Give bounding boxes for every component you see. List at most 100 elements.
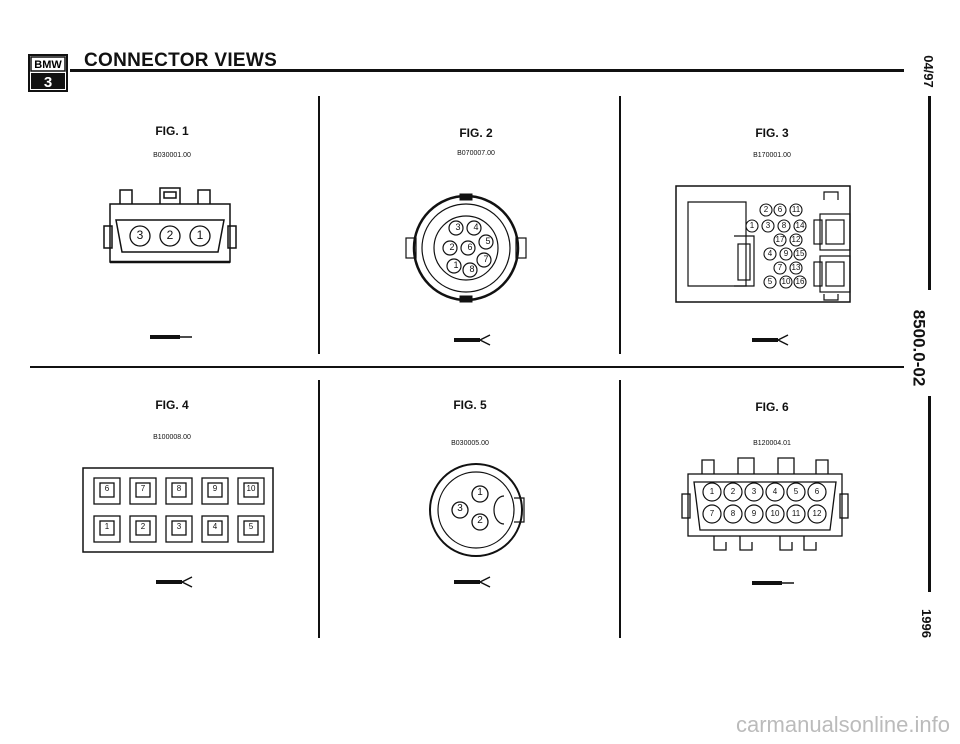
- fig-5-terminal-icon: [454, 576, 491, 588]
- fig-4-cell: [129, 515, 157, 543]
- fig-4-cell: [93, 477, 121, 505]
- fig-4-title: FIG. 4: [155, 398, 189, 412]
- fig-5-pin-2: 2: [477, 515, 483, 526]
- fig-6-pin-label: 1: [709, 487, 715, 496]
- fig-5-connector: [429, 463, 525, 557]
- fig-4-cell-inner: [99, 482, 115, 498]
- fig-3-pin-5: 5: [767, 277, 773, 286]
- fig-4-cell: [201, 477, 229, 505]
- fig-4-cell-inner: [99, 520, 115, 536]
- fig-6-pin-label: 5: [793, 487, 799, 496]
- fig-4-cell-inner: [135, 520, 151, 536]
- fig-1-code: B030001.00: [153, 152, 191, 159]
- fig-2-pin-4: 4: [473, 222, 479, 232]
- fig-3-terminal-icon: [752, 334, 789, 346]
- fig-4-pin-label: 2: [140, 522, 146, 531]
- v-rule-bottom-left: [318, 380, 320, 638]
- fig-6-pin: [807, 482, 827, 502]
- svg-text:BMW: BMW: [34, 59, 62, 71]
- mid-horizontal-rule: [30, 366, 904, 368]
- fig-6-title: FIG. 6: [755, 400, 789, 414]
- fig-4-code: B100008.00: [153, 434, 191, 441]
- fig-2-pin-5: 5: [485, 236, 491, 246]
- fig-3-pin-10: 10: [781, 277, 791, 286]
- fig-2-terminal-icon: [454, 334, 491, 346]
- fig-4-cell-inner: [135, 482, 151, 498]
- fig-4-cell: [165, 515, 193, 543]
- fig-4-pin-label: 7: [140, 484, 146, 493]
- fig-1-pin-1: 1: [196, 228, 204, 242]
- fig-2-pin-2: 2: [449, 242, 455, 252]
- fig-4-cell: [201, 515, 229, 543]
- fig-4-pin-label: 4: [212, 522, 218, 531]
- fig-3-pin-3: 3: [765, 221, 771, 230]
- fig-4-cell: [129, 477, 157, 505]
- fig-3-pin-1: 1: [749, 221, 755, 230]
- fig-4-cell-inner: [171, 520, 187, 536]
- fig-4-pin-label: 1: [104, 522, 110, 531]
- fig-3-pin-2: 2: [763, 205, 769, 214]
- fig-4-cell: [93, 515, 121, 543]
- v-rule-bottom-right: [619, 380, 621, 638]
- fig-4-pin-label: 3: [176, 522, 182, 531]
- watermark: carmanualsonline.info: [735, 712, 950, 737]
- fig-5-title: FIG. 5: [453, 398, 487, 412]
- fig-4-cell: [237, 477, 265, 505]
- side-year: 1996: [918, 609, 934, 638]
- fig-6-pin: [765, 504, 785, 524]
- side-date: 04/97: [920, 55, 936, 88]
- fig-3-pin-13: 13: [791, 263, 801, 272]
- fig-6-pin-label: 10: [770, 509, 780, 518]
- fig-6-pin: [786, 482, 806, 502]
- fig-3-pin-16: 16: [795, 277, 805, 286]
- side-rule-1: [928, 96, 931, 290]
- fig-4-pin-label: 6: [104, 484, 110, 493]
- fig-6-connector: [681, 457, 849, 551]
- fig-3-pin-14: 14: [795, 221, 805, 230]
- v-rule-top-left: [318, 96, 320, 354]
- fig-5-code: B030005.00: [451, 440, 489, 447]
- fig-6-pin-label: 2: [730, 487, 736, 496]
- fig-3-pin-15: 15: [795, 249, 805, 258]
- fig-6-terminal-icon: [752, 581, 794, 585]
- fig-3-pin-9: 9: [783, 249, 789, 258]
- fig-4-pin-label: 8: [176, 484, 182, 493]
- fig-3-connector: [675, 185, 851, 303]
- fig-6-pin-label: 3: [751, 487, 757, 496]
- fig-6-pin: [765, 482, 785, 502]
- header-rule: [70, 69, 904, 72]
- fig-4-terminal-icon: [156, 576, 193, 588]
- side-rule-2: [928, 396, 931, 592]
- fig-1-pin-2: 2: [166, 228, 174, 242]
- fig-6-pin-label: 9: [751, 509, 757, 518]
- fig-3-pin-11: 11: [791, 205, 801, 214]
- fig-1-terminal-icon: [150, 335, 192, 339]
- fig-4-pin-label: 5: [248, 522, 254, 531]
- bmw-3-series-logo-icon: BMW 3: [28, 54, 68, 92]
- fig-6-pin-label: 12: [812, 509, 822, 518]
- fig-6-pin: [723, 504, 743, 524]
- fig-1-connector: [103, 187, 237, 264]
- fig-2-code: B070007.00: [457, 150, 495, 157]
- fig-4-connector: [82, 467, 274, 553]
- fig-5-pin-3: 3: [457, 503, 463, 514]
- fig-4-cell: [237, 515, 265, 543]
- fig-6-pin-label: 6: [814, 487, 820, 496]
- fig-1-title: FIG. 1: [155, 124, 189, 138]
- fig-4-pin-label: 9: [212, 484, 218, 493]
- fig-6-pin: [744, 482, 764, 502]
- fig-6-pin: [744, 504, 764, 524]
- fig-4-cell-inner: [243, 520, 259, 536]
- svg-text:3: 3: [44, 74, 52, 91]
- fig-2-pin-6: 6: [467, 242, 473, 252]
- fig-4-cell-inner: [207, 520, 223, 536]
- fig-3-pin-7: 7: [777, 263, 783, 272]
- fig-6-pin: [723, 482, 743, 502]
- fig-6-pin-label: 7: [709, 509, 715, 518]
- fig-6-code: B120004.01: [753, 440, 791, 447]
- fig-4-cell: [165, 477, 193, 505]
- fig-2-pin-3: 3: [455, 222, 461, 232]
- side-doc-number: 8500.0-02: [909, 309, 929, 387]
- fig-6-pin-label: 4: [772, 487, 778, 496]
- fig-3-title: FIG. 3: [755, 126, 789, 140]
